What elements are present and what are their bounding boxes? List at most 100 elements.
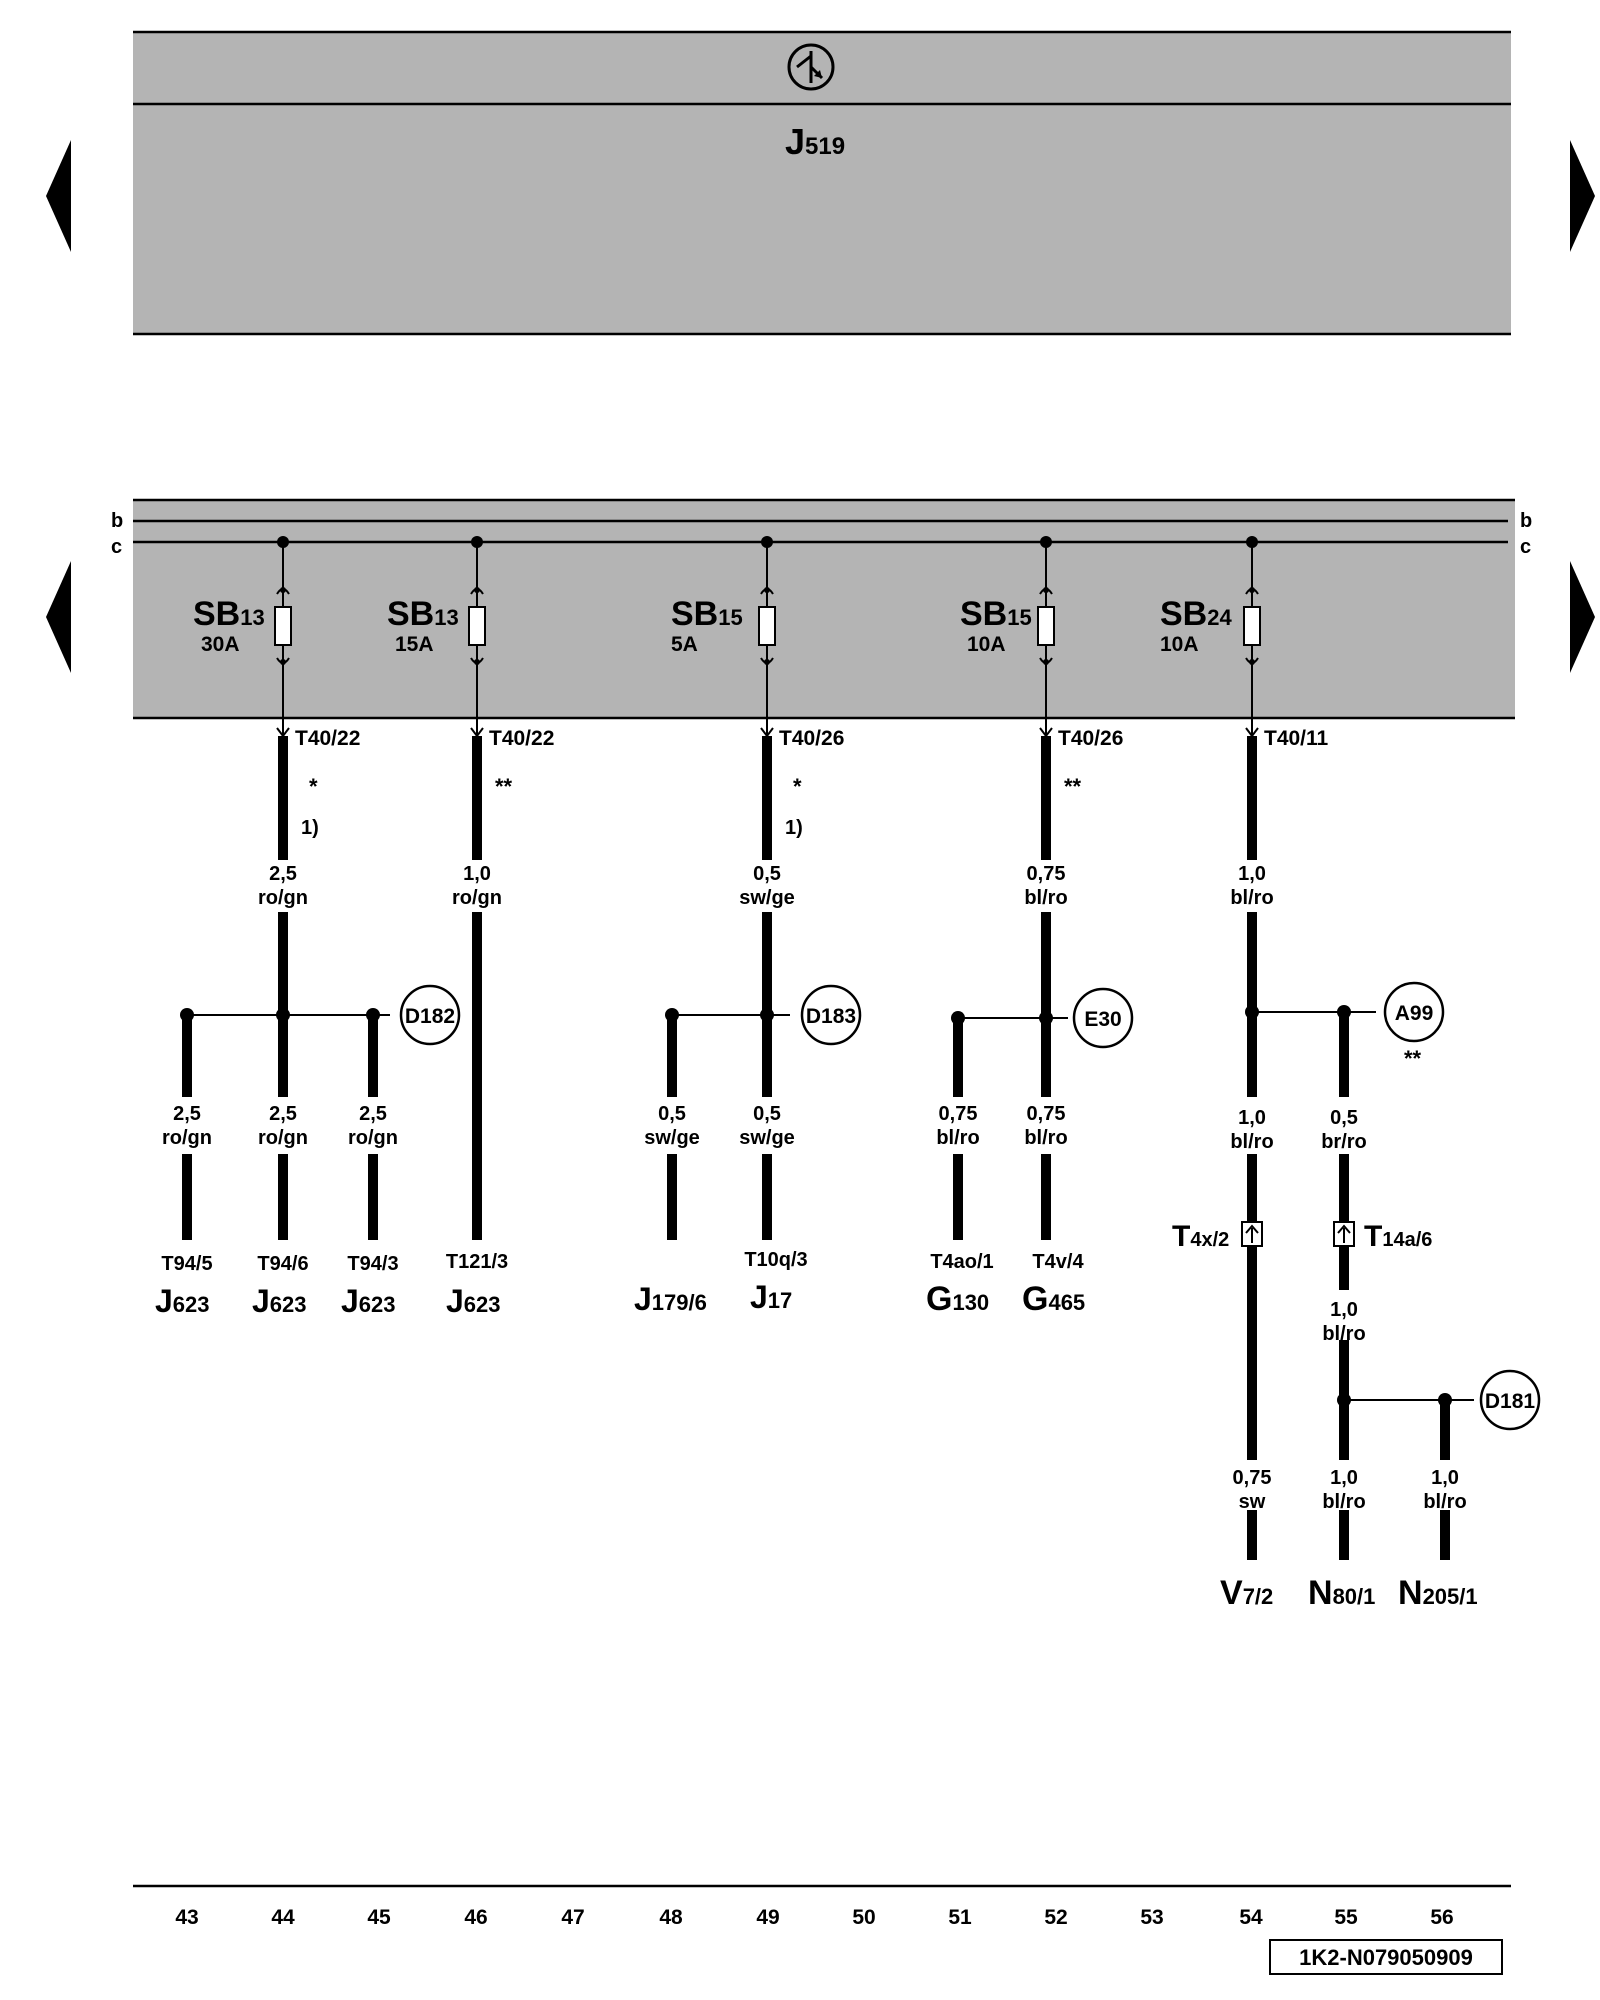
control-unit-label: J519 xyxy=(785,121,845,162)
wire-runs xyxy=(182,736,1450,1560)
bus-tap-dot xyxy=(1040,536,1052,548)
fuse-icon xyxy=(274,587,292,665)
wire-color-51: bl/ro xyxy=(936,1127,979,1149)
wire-size-48: 0,5 xyxy=(658,1103,686,1125)
grid-number: 44 xyxy=(271,1906,295,1929)
svg-text:D182: D182 xyxy=(405,1005,455,1028)
prev-page-arrow-icon[interactable] xyxy=(46,140,71,252)
connector-label-t14a: T14a/6 xyxy=(1364,1220,1432,1253)
bus-tap-dot xyxy=(1246,536,1258,548)
fuse-rating-label: 10A xyxy=(1160,633,1199,656)
grid-number: 55 xyxy=(1334,1906,1358,1929)
wire-size-46: 1,0 xyxy=(463,863,491,885)
a99-note: ** xyxy=(1404,1046,1422,1071)
wire-color-49: sw/ge xyxy=(739,887,795,909)
fuse-rating-label: 5A xyxy=(671,633,698,656)
grid-number: 56 xyxy=(1430,1906,1453,1929)
wire-color-45: ro/gn xyxy=(348,1127,398,1149)
wire-color-43: ro/gn xyxy=(162,1127,212,1149)
wire-color-48: sw/ge xyxy=(644,1127,700,1149)
svg-text:1K2-N079050909: 1K2-N079050909 xyxy=(1299,1945,1473,1970)
fuse-panel-bg xyxy=(133,500,1515,718)
fuse-icon xyxy=(1037,587,1055,665)
component-56: N205/1 xyxy=(1398,1574,1478,1612)
fuse-footnote: 1) xyxy=(785,817,803,839)
connector-icon-t14a xyxy=(1333,1221,1355,1247)
pin-label-51: T4ao/1 xyxy=(930,1251,993,1273)
pin-label-43: T94/5 xyxy=(161,1253,212,1275)
next-section-arrow-icon[interactable] xyxy=(1570,561,1595,673)
bus-b-label-right: b xyxy=(1520,510,1532,532)
wire-size-45: 2,5 xyxy=(359,1103,387,1125)
wire-labels: 2,5 ro/gn 1,0 ro/gn 0,5 sw/ge 0,75 bl/ro… xyxy=(162,863,1467,1513)
wire-color-54: bl/ro xyxy=(1230,887,1273,909)
next-page-arrow-icon[interactable] xyxy=(1570,140,1595,252)
fuse-name-label: SB15 xyxy=(671,595,743,633)
wire-color-54-low: sw xyxy=(1239,1491,1266,1513)
svg-text:D181: D181 xyxy=(1485,1390,1536,1413)
fuse-note: * xyxy=(309,774,318,799)
fuse-icon xyxy=(1243,587,1261,665)
fuse-pin-label: T40/26 xyxy=(1058,727,1123,750)
fuse-footnote: 1) xyxy=(301,817,319,839)
component-46: J623 xyxy=(446,1283,501,1319)
grid-number: 45 xyxy=(367,1906,391,1929)
wire-color-46: ro/gn xyxy=(452,887,502,909)
splice-label-d181: D181 xyxy=(1479,1369,1541,1431)
grid-number: 43 xyxy=(175,1906,198,1929)
wire-size-49b: 0,5 xyxy=(753,1103,781,1125)
wire-size-52: 0,75 xyxy=(1027,863,1066,885)
component-49: J17 xyxy=(750,1279,792,1315)
wire-color-55-mid: bl/ro xyxy=(1322,1323,1365,1345)
control-unit-panel-bg xyxy=(133,32,1511,334)
component-43: J623 xyxy=(155,1283,210,1319)
pin-label-46: T121/3 xyxy=(446,1251,508,1273)
grid-number: 51 xyxy=(948,1906,972,1929)
splice-label-d183: D183 xyxy=(800,984,862,1046)
document-id-box: 1K2-N079050909 xyxy=(1269,1939,1503,1975)
fuse-note: ** xyxy=(495,774,513,799)
fuse-name-label: SB15 xyxy=(960,595,1032,633)
wire-size-44b: 2,5 xyxy=(269,1103,297,1125)
pin-label-52: T4v/4 xyxy=(1032,1251,1084,1273)
grid-number: 49 xyxy=(756,1906,779,1929)
fuse-pin-label: T40/22 xyxy=(489,727,554,750)
component-51: G130 xyxy=(926,1280,989,1318)
grid-number: 47 xyxy=(561,1906,584,1929)
pin-label-45: T94/3 xyxy=(347,1253,398,1275)
component-44: J623 xyxy=(252,1283,307,1319)
pin-labels: T94/5 T94/6 T94/3 T121/3 T10q/3 T4ao/1 T… xyxy=(161,1249,1084,1275)
wire-size-44: 2,5 xyxy=(269,863,297,885)
bus-tap-dot xyxy=(277,536,289,548)
wire-color-44: ro/gn xyxy=(258,887,308,909)
wire-color-54b: bl/ro xyxy=(1230,1131,1273,1153)
wire-size-43: 2,5 xyxy=(173,1103,201,1125)
svg-text:A99: A99 xyxy=(1395,1002,1434,1025)
svg-text:E30: E30 xyxy=(1084,1008,1121,1031)
fuse-icon xyxy=(468,587,486,665)
fuse-name-label: SB13 xyxy=(387,595,459,633)
svg-text:D183: D183 xyxy=(806,1005,856,1028)
fuse-rating-label: 15A xyxy=(395,633,434,656)
fuse-panel: b c b c xyxy=(111,498,1532,720)
prev-section-arrow-icon[interactable] xyxy=(46,561,71,673)
wire-size-49: 0,5 xyxy=(753,863,781,885)
grid-number: 46 xyxy=(464,1906,487,1929)
wire-size-55: 0,5 xyxy=(1330,1107,1358,1129)
component-labels: J623 J623 J623 J623 J179/6 J17 G130 G465… xyxy=(155,1279,1478,1612)
splice-label-a99: A99 xyxy=(1383,981,1445,1043)
splice-label-d182: D182 xyxy=(399,984,461,1046)
wire-color-44b: ro/gn xyxy=(258,1127,308,1149)
fuse-note: * xyxy=(793,774,802,799)
connector-icon-t4x xyxy=(1241,1221,1263,1247)
fuse-pin-label: T40/22 xyxy=(295,727,360,750)
grid-number: 48 xyxy=(659,1906,683,1929)
fuse-name-label: SB13 xyxy=(193,595,265,633)
fuse-rating-label: 30A xyxy=(201,633,240,656)
bus-b-label-left: b xyxy=(111,510,123,532)
